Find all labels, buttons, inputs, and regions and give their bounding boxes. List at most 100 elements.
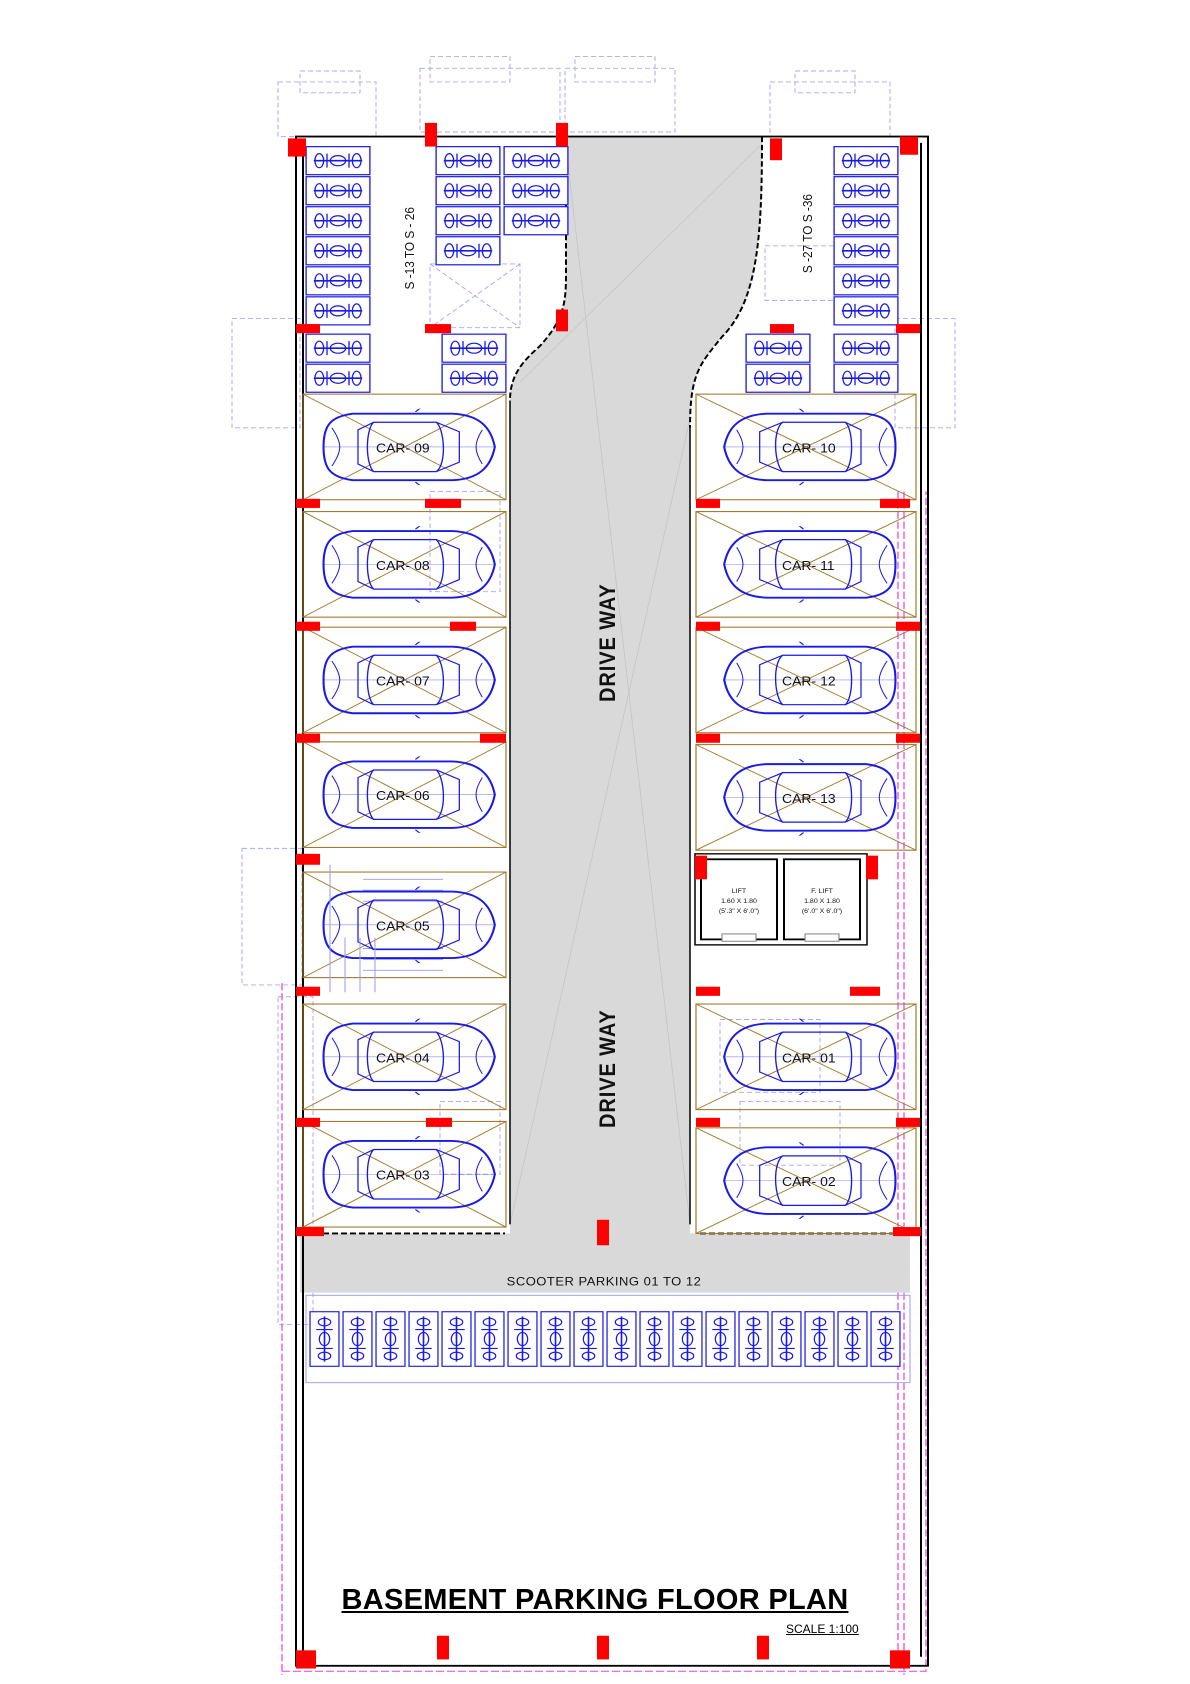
- scooter-stall: [435, 205, 501, 236]
- column: [426, 1117, 452, 1127]
- column: [296, 1117, 320, 1127]
- column: [296, 853, 320, 865]
- scooter-stall: [305, 333, 371, 364]
- plan-title: BASEMENT PARKING FLOOR PLAN: [341, 1584, 849, 1616]
- car-bay[interactable]: CAR- 12: [695, 626, 917, 734]
- column: [437, 1635, 449, 1660]
- lift-size-m: 1.60 X 1.80: [721, 898, 757, 905]
- column: [296, 1227, 324, 1237]
- scooter-stalls-upper-right: S -27 TO S -36: [745, 145, 899, 394]
- scooter-stall: [441, 363, 507, 394]
- scooter-group-label-left: S -13 TO S - 26: [402, 207, 417, 289]
- car-bay[interactable]: CAR- 05: [302, 871, 507, 979]
- scooter-stall: [833, 145, 899, 176]
- column: [770, 138, 782, 161]
- driveway-guide-lines: [509, 145, 761, 1225]
- driveway: [510, 136, 762, 1225]
- scooter-stall: [305, 175, 371, 206]
- driveway-label: DRIVE WAY: [596, 583, 620, 702]
- scooter-stall: [705, 1310, 736, 1368]
- plan-scale: SCALE 1:100: [786, 1622, 859, 1636]
- column: [770, 324, 794, 334]
- scooter-stall: [435, 145, 501, 176]
- driveway-edges: [509, 400, 691, 1225]
- column: [296, 621, 320, 631]
- scooter-stall: [833, 205, 899, 236]
- column: [896, 1117, 920, 1127]
- scooter-stall: [672, 1310, 703, 1368]
- scooter-stall: [837, 1310, 868, 1368]
- scooter-stall: [833, 175, 899, 206]
- column: [695, 855, 707, 880]
- column: [896, 733, 920, 743]
- scooter-stall: [833, 333, 899, 364]
- car-bay[interactable]: CAR- 11: [695, 511, 917, 618]
- car-bay[interactable]: CAR- 08: [302, 511, 507, 618]
- lift[interactable]: LIFT 1.60 X 1.80 (5'.3" X 6'.0"): [700, 858, 778, 942]
- scooter-stall: [745, 333, 811, 364]
- scooter-stall: [305, 205, 371, 236]
- site-boundary: [281, 491, 927, 1675]
- lift-name: F. LIFT: [811, 888, 833, 895]
- lift-size-m: 1.80 X 1.80: [804, 898, 840, 905]
- column: [696, 1117, 720, 1127]
- car-bay-label: CAR- 10: [782, 441, 836, 455]
- column: [296, 733, 320, 743]
- scooter-stalls-upper-left: S -13 TO S - 26: [305, 145, 569, 394]
- column: [696, 498, 720, 508]
- column: [288, 138, 306, 157]
- column: [296, 324, 320, 334]
- car-bays-right: CAR- 10 CAR- 11 CAR- 12 CAR- 13: [695, 393, 917, 1234]
- car-bay[interactable]: CAR- 07: [302, 626, 507, 734]
- column: [757, 1635, 769, 1660]
- scooter-stall: [435, 235, 501, 266]
- scooter-stall: [305, 295, 371, 326]
- driveway-bottom-aisle: [300, 1233, 910, 1293]
- car-bay-label: CAR- 04: [376, 1051, 430, 1065]
- scooter-stall: [639, 1310, 670, 1368]
- column: [890, 1650, 910, 1669]
- scooter-stall: [833, 235, 899, 266]
- column: [480, 733, 506, 743]
- scooter-stall: [870, 1310, 901, 1368]
- lift[interactable]: F. LIFT 1.80 X 1.80 (6'.0" X 6'.0"): [783, 858, 861, 942]
- column: [597, 1219, 609, 1246]
- car-bay[interactable]: CAR- 04: [302, 1003, 507, 1111]
- scooter-stall: [540, 1310, 571, 1368]
- column: [556, 122, 568, 147]
- car-bay-label: CAR- 06: [376, 789, 430, 803]
- car-bay[interactable]: CAR- 03: [302, 1120, 507, 1228]
- car-bay[interactable]: CAR- 09: [302, 393, 507, 501]
- scooter-stall: [474, 1310, 505, 1368]
- scooter-stall: [738, 1310, 769, 1368]
- plan-title-block: BASEMENT PARKING FLOOR PLAN: [0, 1584, 1190, 1617]
- scooter-stall: [435, 175, 501, 206]
- scooter-stall: [745, 363, 811, 394]
- column: [896, 621, 920, 631]
- column: [896, 324, 920, 334]
- car-bay[interactable]: CAR- 01: [695, 1003, 917, 1111]
- scooter-stall: [375, 1310, 406, 1368]
- car-bay-label: CAR- 02: [782, 1175, 836, 1189]
- lift-size-ft: (6'.0" X 6'.0"): [802, 908, 842, 915]
- scooter-stall: [441, 1310, 472, 1368]
- car-bay[interactable]: CAR- 02: [695, 1127, 917, 1234]
- column: [425, 324, 451, 334]
- car-bay-label: CAR- 13: [782, 791, 836, 805]
- car-bays-left: CAR- 09 CAR- 08 CAR- 07 CAR- 06: [302, 393, 507, 1228]
- scooter-stall: [771, 1310, 802, 1368]
- lift-size-ft: (5'.3" X 6'.0"): [719, 908, 759, 915]
- car-bay[interactable]: CAR- 10: [695, 393, 917, 501]
- column: [880, 498, 910, 508]
- car-bay[interactable]: CAR- 06: [302, 741, 507, 849]
- scooter-stall: [833, 363, 899, 394]
- scooter-group-label-bottom: SCOOTER PARKING 01 TO 12: [507, 1275, 702, 1288]
- scooter-stalls-bottom: SCOOTER PARKING 01 TO 12: [305, 1275, 911, 1384]
- column: [696, 986, 720, 996]
- column: [597, 1635, 609, 1660]
- car-bay[interactable]: CAR- 13: [695, 744, 917, 851]
- scooter-stall: [833, 265, 899, 296]
- scooter-stall: [833, 295, 899, 326]
- car-bay-label: CAR- 08: [376, 558, 430, 572]
